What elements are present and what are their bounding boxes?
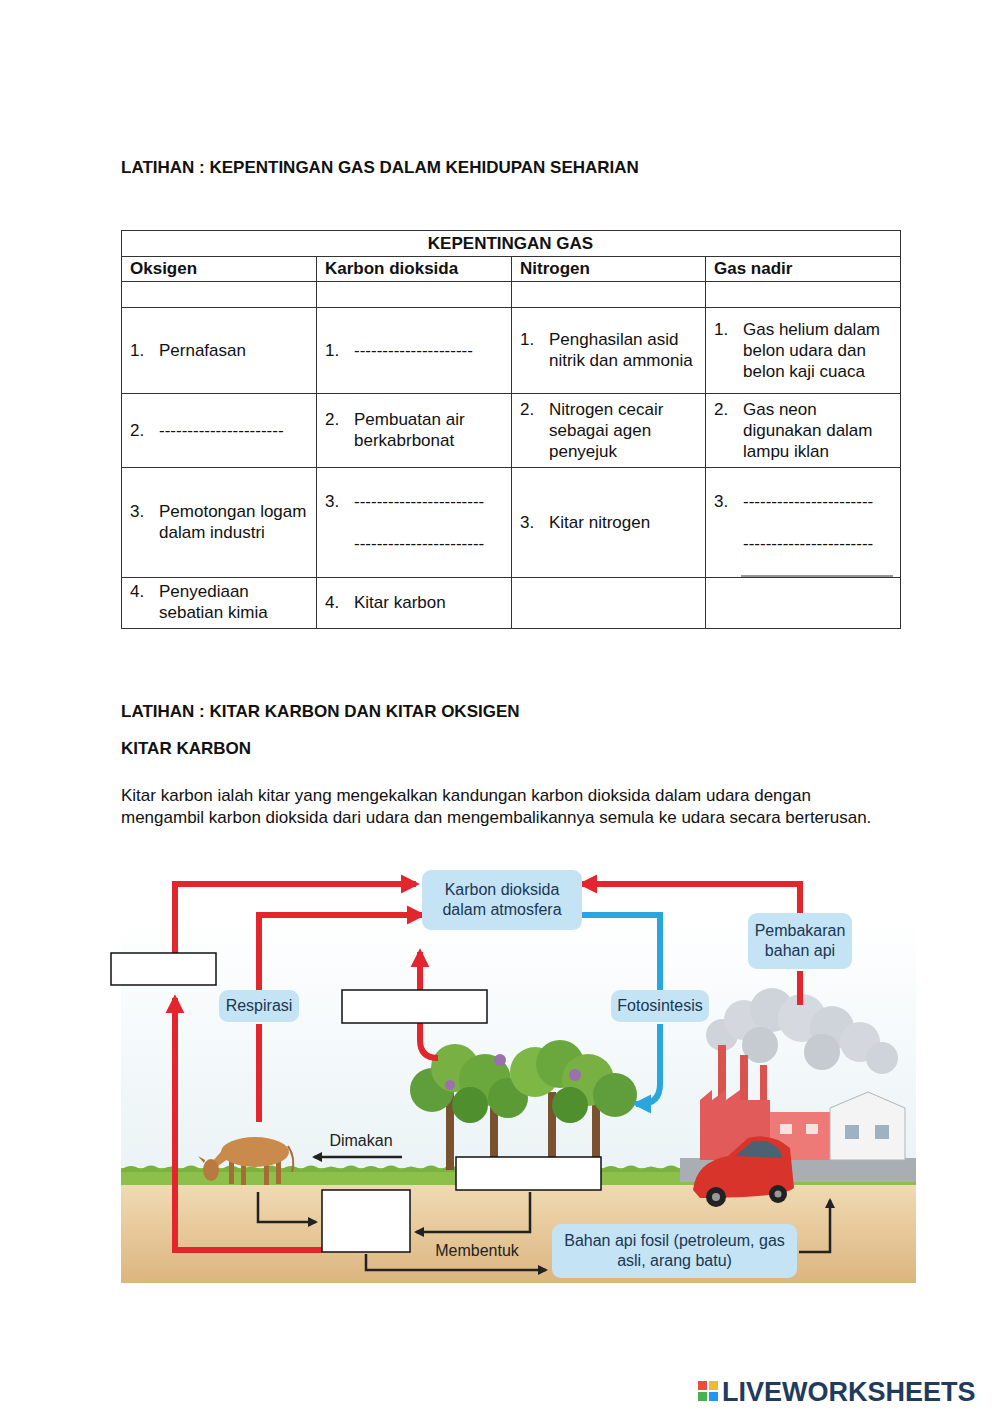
table-grid: [121, 231, 901, 629]
answer-blank: ---------------------: [354, 340, 504, 361]
car: [693, 1136, 794, 1207]
trees: [410, 1040, 637, 1170]
cycle-connector: [259, 915, 422, 990]
cycle-arrows: [175, 884, 830, 1270]
table-heading: KEPENTINGAN GAS: [121, 233, 900, 254]
list-number: 2.: [130, 420, 156, 441]
section-heading: LATIHAN : KITAR KARBON DAN KITAR OKSIGEN: [121, 701, 901, 722]
table-cell: Gas neon digunakan dalam lampu iklan: [743, 399, 893, 462]
watermark: LIVEWORKSHEETS: [722, 1377, 992, 1407]
answer-blank: -----------------------: [354, 533, 504, 554]
list-number: 2.: [520, 399, 546, 420]
table-cell: Pernafasan: [159, 340, 309, 361]
process-label-box: Fotosintesis: [611, 990, 709, 1022]
atmosphere-box: Karbon dioksida dalam atmosfera: [422, 870, 582, 930]
node-text: Respirasi: [226, 996, 293, 1016]
answer-boxes: [111, 953, 601, 1252]
list-number: 3.: [130, 501, 156, 522]
answer-blank: -----------------------: [743, 533, 893, 554]
cow: [198, 1137, 293, 1185]
column-header: Gas nadir: [714, 258, 894, 279]
node-text: Pembakaran bahan api: [755, 921, 846, 961]
column-header: Oksigen: [130, 258, 310, 279]
process-label-box: Respirasi: [219, 990, 299, 1022]
column-header: Karbon dioksida: [325, 258, 505, 279]
list-number: 1.: [520, 329, 546, 350]
answer-blank: ----------------------: [159, 420, 309, 441]
fuel-box: Bahan api fosil (petroleum, gas asli, ar…: [552, 1224, 797, 1278]
paragraph: Kitar karbon ialah kitar yang mengekalka…: [121, 785, 881, 829]
table-cell: Gas helium dalam belon udara dan belon k…: [743, 319, 881, 382]
list-number: 4.: [325, 592, 351, 613]
table-cell: Penyediaan sebatian kimia: [159, 581, 309, 623]
list-number: 1.: [130, 340, 156, 361]
list-number: 1.: [714, 319, 740, 340]
table-cell: Pemotongan logam dalam industri: [159, 501, 309, 543]
table-cell: Kitar karbon: [354, 592, 504, 613]
scene-background: [121, 915, 916, 1283]
answer-blank: -----------------------: [743, 491, 893, 512]
table-cell: Pembuatan air berkabrbonat: [354, 409, 504, 451]
logo-icon: [698, 1381, 718, 1401]
list-number: 3.: [520, 512, 546, 533]
list-number: 2.: [714, 399, 740, 420]
table-cell: Penghasilan asid nitrik dan ammonia: [549, 329, 699, 371]
node-text: Fotosintesis: [617, 996, 702, 1016]
answer-blank: -----------------------: [354, 491, 504, 512]
node-text: Bahan api fosil (petroleum, gas asli, ar…: [559, 1231, 790, 1271]
table-cell: Kitar nitrogen: [549, 512, 699, 533]
subsection-heading: KITAR KARBON: [121, 738, 901, 759]
factory: [700, 988, 905, 1160]
list-number: 1.: [325, 340, 351, 361]
cycle-connector: [582, 884, 800, 913]
arrow-label: Membentuk: [432, 1241, 522, 1260]
list-number: 3.: [714, 491, 740, 512]
list-number: 3.: [325, 491, 351, 512]
list-number: 2.: [325, 409, 351, 430]
node-text: Karbon dioksida dalam atmosfera: [429, 880, 575, 920]
worksheet-title: LATIHAN : KEPENTINGAN GAS DALAM KEHIDUPA…: [121, 157, 901, 178]
column-header: Nitrogen: [520, 258, 700, 279]
process-label-box: Pembakaran bahan api: [748, 913, 852, 969]
cycle-connector: [582, 915, 660, 990]
list-number: 4.: [130, 581, 156, 602]
table-cell: Nitrogen cecair sebagai agen penyejuk: [549, 399, 699, 462]
arrow-label: Dimakan: [326, 1131, 396, 1150]
